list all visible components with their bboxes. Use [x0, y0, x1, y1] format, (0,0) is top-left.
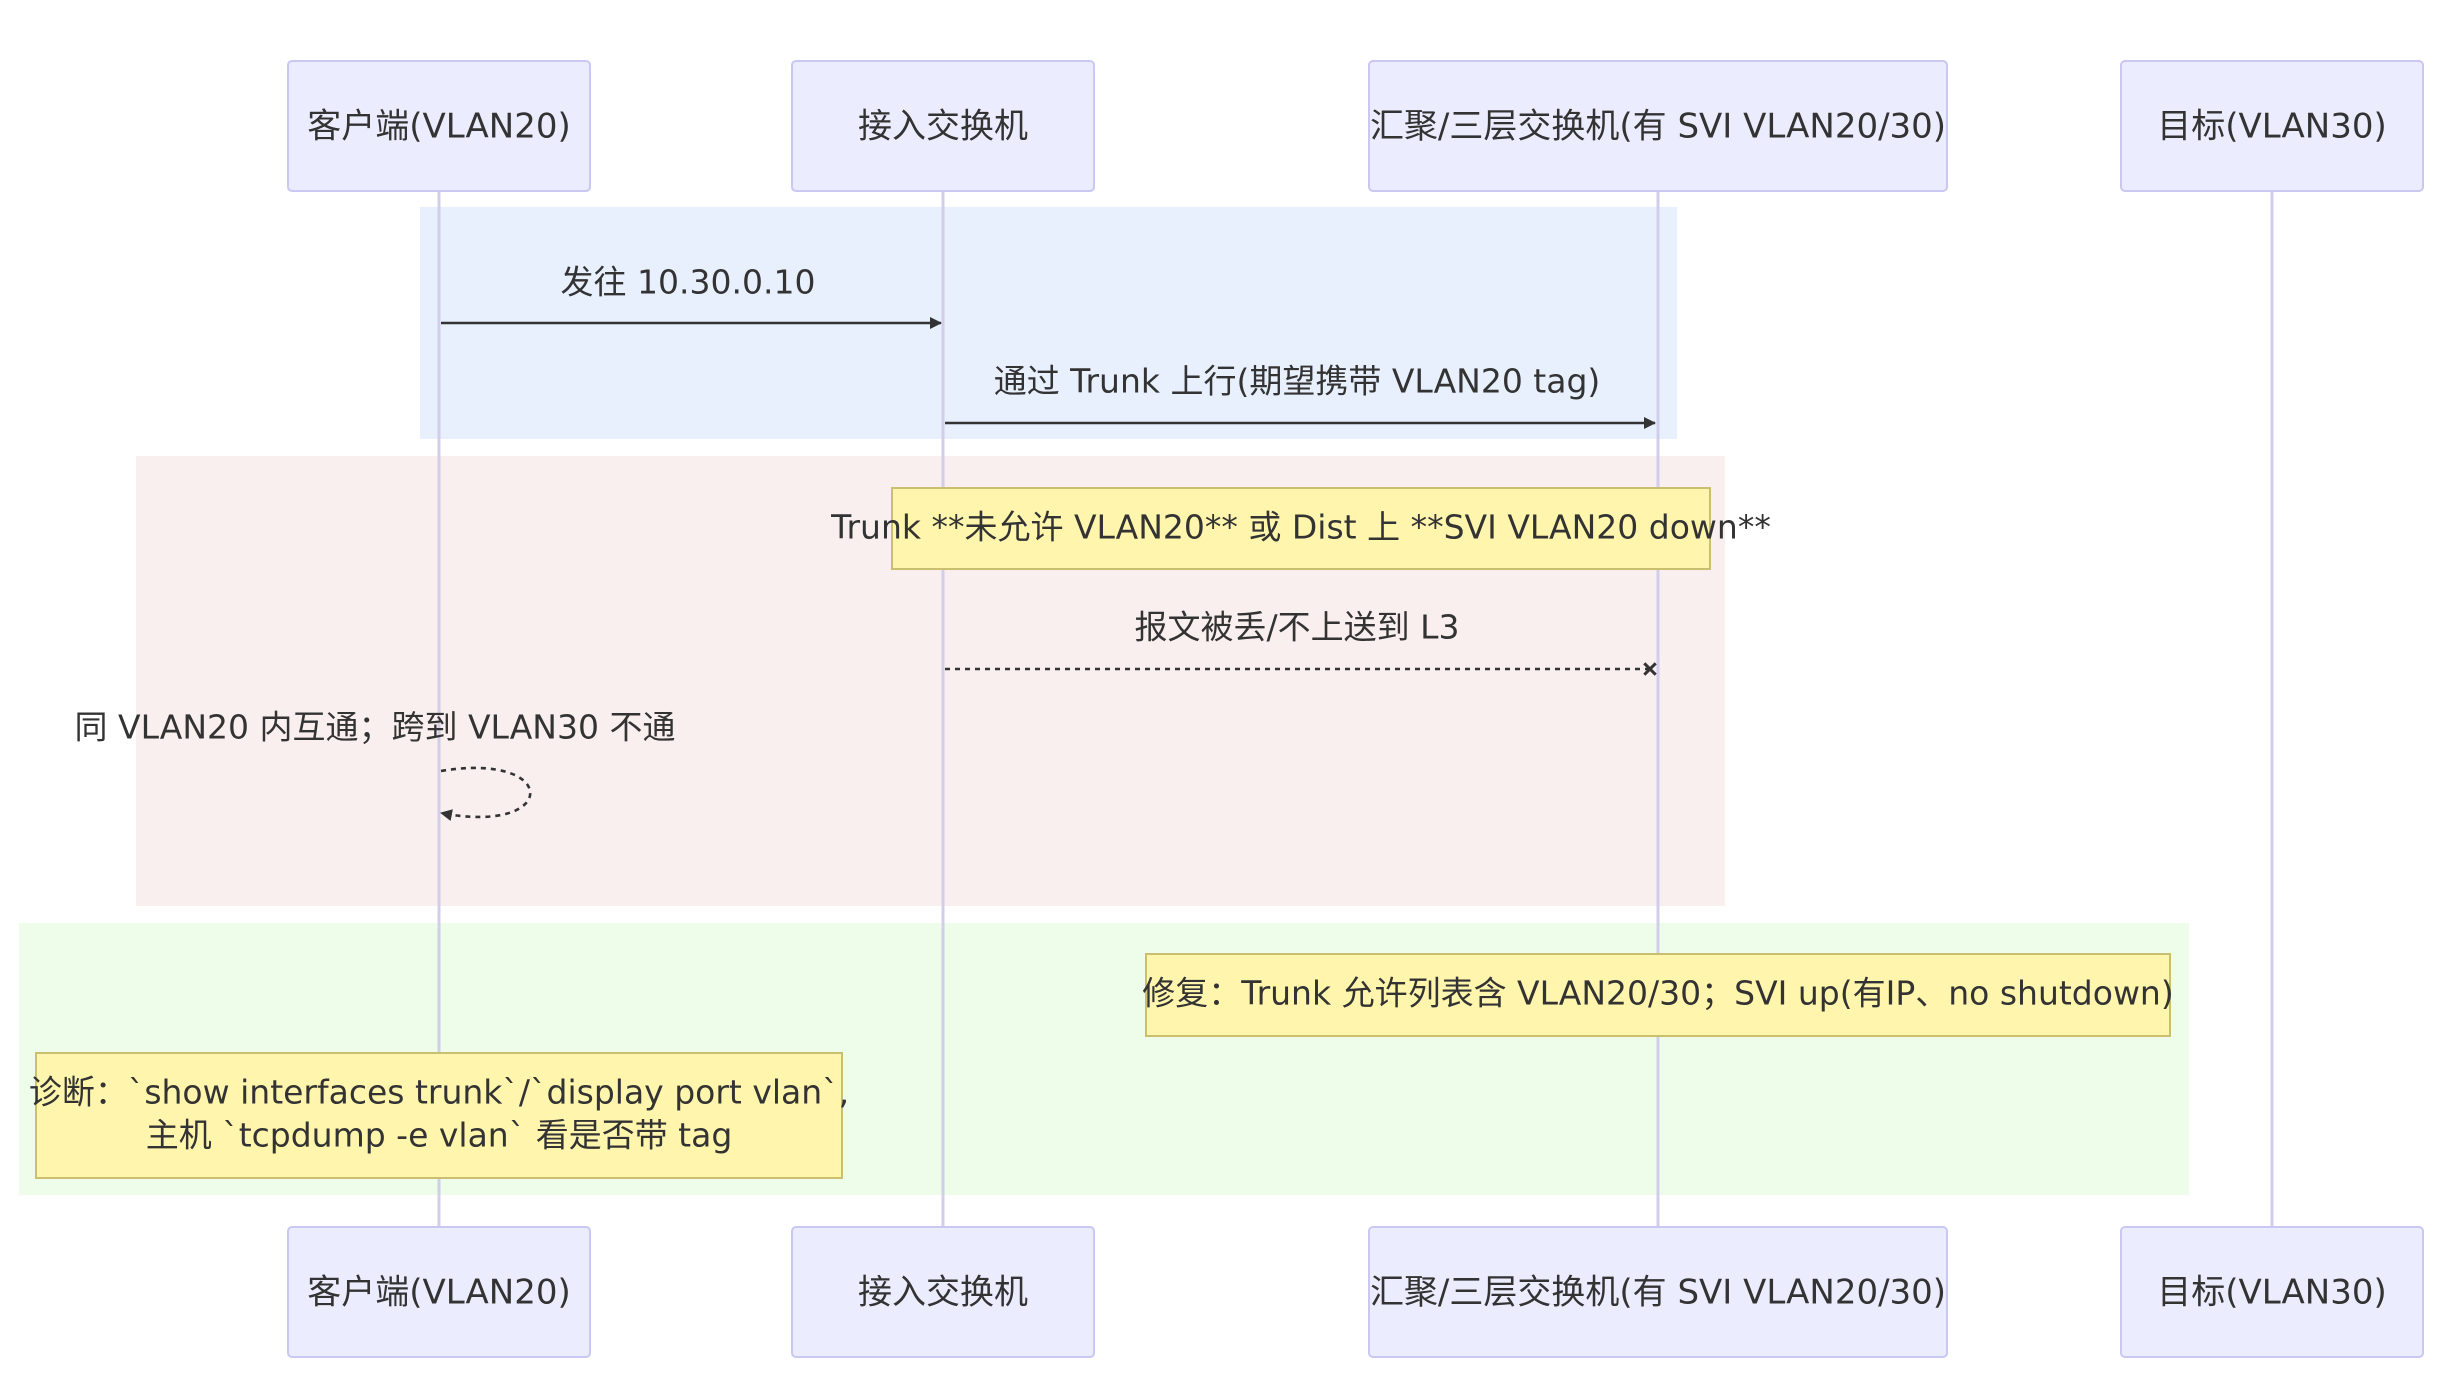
note-trunk-issue-text: Trunk **未允许 VLAN20** 或 Dist 上 **SVI VLAN…	[830, 508, 1771, 547]
actor-client-label: 客户端(VLAN20)	[307, 107, 570, 147]
message-1-label: 发往 10.30.0.10	[561, 263, 816, 302]
message-3-label: 报文被丢/不上送到 L3	[1135, 608, 1460, 647]
actor-dist-bottom: 汇聚/三层交换机(有 SVI VLAN20/30)	[1368, 1226, 1948, 1358]
actor-target-bottom: 目标(VLAN30)	[2120, 1226, 2424, 1358]
actor-dist-bottom-label: 汇聚/三层交换机(有 SVI VLAN20/30)	[1370, 1273, 1946, 1313]
actor-client-bottom: 客户端(VLAN20)	[287, 1226, 591, 1358]
actor-access-bottom: 接入交换机	[791, 1226, 1095, 1358]
note-diagnose-line-1: 诊断：`show interfaces trunk`/`display port…	[29, 1073, 849, 1112]
message-2-label: 通过 Trunk 上行(期望携带 VLAN20 tag)	[994, 362, 1601, 401]
actor-access-top: 接入交换机	[791, 60, 1095, 192]
actor-target-label: 目标(VLAN30)	[2157, 107, 2386, 147]
actor-target-top: 目标(VLAN30)	[2120, 60, 2424, 192]
actor-dist-label: 汇聚/三层交换机(有 SVI VLAN20/30)	[1370, 107, 1946, 147]
actor-target-bottom-label: 目标(VLAN30)	[2157, 1273, 2386, 1313]
note-diagnose-line-2: 主机 `tcpdump -e vlan` 看是否带 tag	[146, 1116, 733, 1155]
note-fix-text: 修复：Trunk 允许列表含 VLAN20/30；SVI up(有IP、no s…	[1142, 974, 2173, 1013]
actor-client-bottom-label: 客户端(VLAN20)	[307, 1273, 570, 1313]
message-4-self-arrow	[440, 766, 532, 821]
actor-client-top: 客户端(VLAN20)	[287, 60, 591, 192]
actor-dist-top: 汇聚/三层交换机(有 SVI VLAN20/30)	[1368, 60, 1948, 192]
note-fix: 修复：Trunk 允许列表含 VLAN20/30；SVI up(有IP、no s…	[1142, 953, 2174, 1037]
message-4-label: 同 VLAN20 内互通；跨到 VLAN30 不通	[75, 708, 676, 747]
note-diagnose: 诊断：`show interfaces trunk`/`display port…	[29, 1052, 849, 1179]
actor-access-label: 接入交换机	[858, 107, 1028, 147]
actor-access-bottom-label: 接入交换机	[858, 1273, 1028, 1313]
note-trunk-issue: Trunk **未允许 VLAN20** 或 Dist 上 **SVI VLAN…	[830, 487, 1771, 570]
